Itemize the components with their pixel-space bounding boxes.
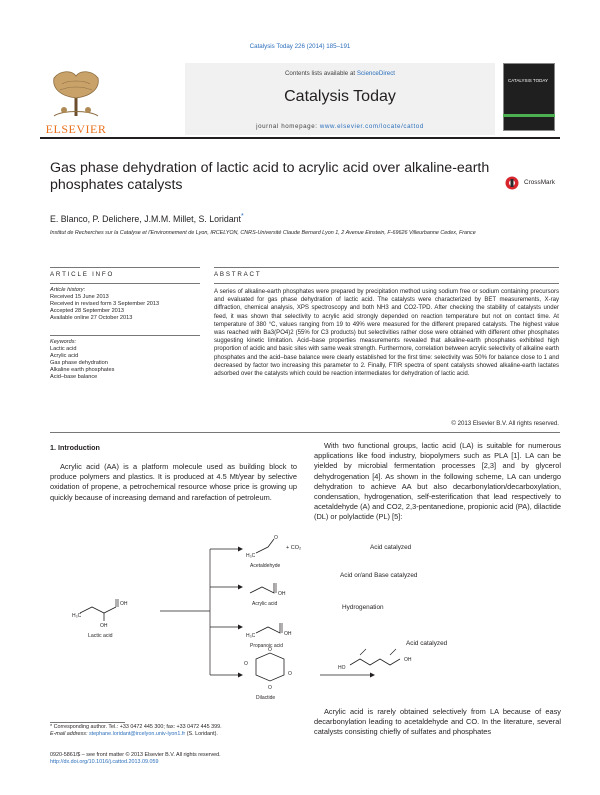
journal-cover-image [503,63,555,131]
cover-title: CATALYSIS TODAY [508,78,549,83]
acetaldehyde-label: Acetaldehyde [250,563,281,569]
history-accepted: Accepted 28 September 2013 [50,308,125,314]
polylactide-structure: HO OH [338,648,412,671]
svg-text:OH: OH [120,601,128,607]
abstract-text: A series of alkaline-earth phosphates we… [214,289,559,378]
article-info-rule-top [50,267,200,268]
elsevier-tree-logo [40,66,112,124]
route-acid-catalyzed: Acid catalyzed [370,544,412,551]
propanoic-acid-label: Propanoic acid [250,643,283,649]
footnote-rule [50,722,125,723]
issn-doi-block: 0920-5861/$ – see front matter © 2013 El… [50,752,300,767]
acrylic-acid-structure: OH Acrylic acid [249,583,286,607]
sciencedirect-link[interactable]: ScienceDirect [356,70,396,77]
route-hydrogenation: Hydrogenation [342,604,384,611]
journal-header-box [185,63,495,135]
svg-text:OH: OH [278,591,286,597]
svg-text:OH: OH [100,623,108,629]
keyword-item: Lactic acid [50,346,77,352]
header-rule [40,137,560,139]
svg-text:O: O [244,661,248,667]
publisher-logo-text: ELSEVIER [45,122,107,136]
reaction-scheme: H₃C OH OH Lactic acid H₃C O + CO₂ Acetal… [72,535,448,701]
svg-text:H₃C: H₃C [246,633,256,639]
email-suffix: (S. Loridant). [185,731,218,738]
article-title: Gas phase dehydration of lactic acid to … [50,160,490,193]
acrylic-acid-label: Acrylic acid [252,601,278,607]
history-rule [50,335,200,336]
lactic-acid-structure: H₃C OH OH Lactic acid [72,599,128,639]
abstract-copyright: © 2013 Elsevier B.V. All rights reserved… [451,420,559,427]
corresponding-author-mark[interactable]: * [241,213,244,220]
homepage-prefix: journal homepage: [256,123,320,130]
abstract-bottom-rule [50,432,560,433]
article-info-heading: ARTICLE INFO [50,271,115,278]
journal-title: Catalysis Today [284,88,396,105]
authors-text: E. Blanco, P. Delichere, J.M.M. Millet, … [50,213,242,224]
history-online: Available online 27 October 2013 [50,315,133,321]
author-list: E. Blanco, P. Delichere, J.M.M. Millet, … [50,213,244,224]
history-label: Article history: [50,287,86,293]
history-received: Received 15 June 2013 [50,294,109,300]
history-revised: Received in revised form 3 September 201… [50,301,160,307]
issn-text: 0920-5861/$ – see front matter © 2013 El… [50,752,221,758]
route-acid-base-catalyzed: Acid or/and Base catalyzed [340,572,418,579]
email-line: E-mail address: stephane.loridant@ircely… [50,731,300,738]
doi-link[interactable]: http://dx.doi.org/10.1016/j.cattod.2013.… [50,759,159,766]
svg-text:H₃C: H₃C [246,553,256,559]
journal-homepage: journal homepage: www.elsevier.com/locat… [185,123,495,130]
abstract-heading: ABSTRACT [214,271,262,278]
keyword-item: Acrylic acid [50,353,79,359]
article-history: Article history: Received 15 June 2013 R… [50,287,200,322]
route-acid-catalyzed-2: Acid catalyzed [406,640,448,647]
svg-text:O: O [274,535,278,541]
intro-paragraph-left: Acrylic acid (AA) is a platform molecule… [50,462,297,502]
svg-text:O: O [268,647,272,653]
intro-paragraph-right: With two functional groups, lactic acid … [314,441,561,522]
corresponding-author-footnote: * Corresponding author. Tel.: +33 0472 4… [50,724,300,739]
journal-citation[interactable]: Catalysis Today 226 (2014) 185–191 [249,43,351,50]
intro-paragraph-right-2: Acrylic acid is rarely obtained selectiv… [314,707,561,737]
abstract-rule [214,283,559,284]
contents-available: Contents lists available at ScienceDirec… [185,70,495,77]
svg-text:OH: OH [284,631,292,637]
abstract-rule-top [214,267,559,268]
svg-text:O: O [268,685,272,691]
propanoic-acid-structure: H₃C OH Propanoic acid [246,623,292,649]
crossmark-label[interactable]: CrossMark [524,179,555,186]
homepage-link[interactable]: www.elsevier.com/locate/cattod [319,123,424,130]
section-heading-introduction: 1. Introduction [50,443,100,452]
contents-prefix: Contents lists available at [284,70,357,77]
keyword-item: Gas phase dehydration [50,360,108,366]
keywords-label: Keywords: [50,339,77,345]
co2-label: + CO₂ [286,545,301,551]
email-label: E-mail address: [50,731,89,738]
acetaldehyde-structure: H₃C O + CO₂ Acetaldehyde [246,535,301,569]
keywords: Keywords: Lactic acid Acrylic acid Gas p… [50,339,200,381]
dilactide-structure: O O O O Dilactide [244,647,292,701]
svg-text:H₃C: H₃C [72,613,82,619]
keyword-item: Acid–base balance [50,374,98,380]
svg-text:O: O [288,671,292,677]
cover-stripe [503,114,555,117]
lactic-acid-label: Lactic acid [88,633,113,639]
keyword-item: Alkaline earth phosphates [50,367,115,373]
svg-text:HO: HO [338,665,346,671]
svg-text:OH: OH [404,657,412,663]
corresponding-author-text: * Corresponding author. Tel.: +33 0472 4… [50,724,222,730]
dilactide-label: Dilactide [256,695,275,701]
email-link[interactable]: stephane.loridant@ircelyon.univ-lyon1.fr [88,731,186,738]
article-info-rule [50,283,200,284]
crossmark-icon[interactable] [504,176,524,190]
affiliation: Institut de Recherches sur la Catalyse e… [50,230,476,236]
